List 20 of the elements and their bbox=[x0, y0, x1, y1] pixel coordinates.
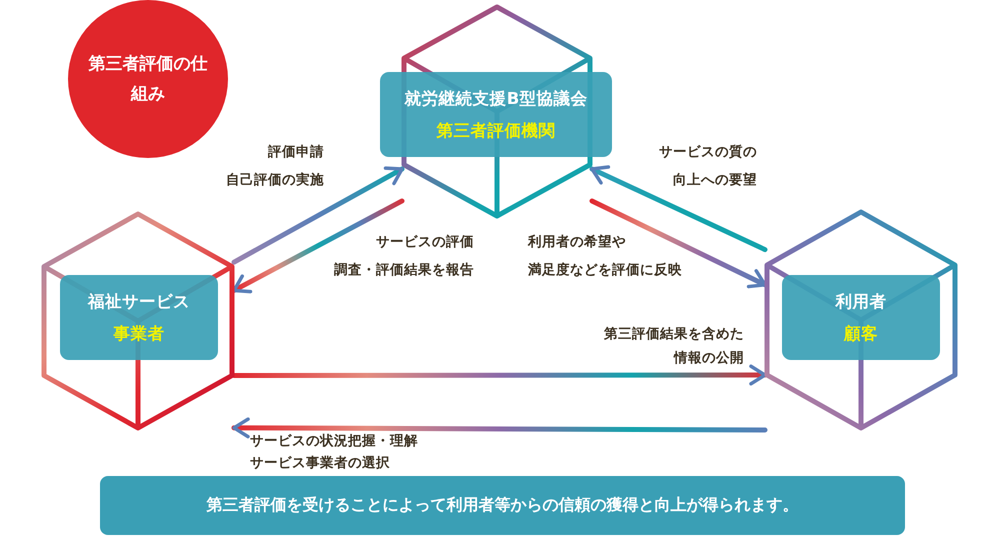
edge-label: サービスの評価調査・評価結果を報告 bbox=[334, 233, 474, 280]
arrow bbox=[590, 198, 768, 288]
box-subtitle: 事業者 bbox=[114, 322, 164, 344]
edge-label: 第三評価結果を含めた情報の公開 bbox=[604, 325, 744, 368]
arrow bbox=[232, 364, 768, 386]
arrow bbox=[590, 165, 768, 252]
arrow bbox=[232, 417, 768, 438]
box-title: 福祉サービス bbox=[88, 290, 190, 312]
box-subtitle: 第三者評価機関 bbox=[436, 120, 556, 142]
edge-label: サービスの質の向上への要望 bbox=[659, 143, 757, 190]
box-title: 利用者 bbox=[836, 290, 886, 312]
edge-label: 評価申請自己評価の実施 bbox=[226, 143, 324, 190]
title-circle: 第三者評価の仕組み bbox=[68, 0, 228, 158]
box-title: 就労継続支援B型協議会 bbox=[404, 88, 588, 110]
box-subtitle: 顧客 bbox=[844, 322, 878, 344]
arrow bbox=[232, 198, 404, 294]
edge-label: 利用者の希望や満足度などを評価に反映 bbox=[528, 233, 682, 280]
summary-banner: 第三者評価を受けることによって利用者等からの信頼の獲得と向上が得られます。 bbox=[100, 476, 905, 535]
edge-label: サービスの状況把握・理解サービス事業者の選択 bbox=[250, 432, 418, 473]
arrow bbox=[232, 166, 404, 265]
